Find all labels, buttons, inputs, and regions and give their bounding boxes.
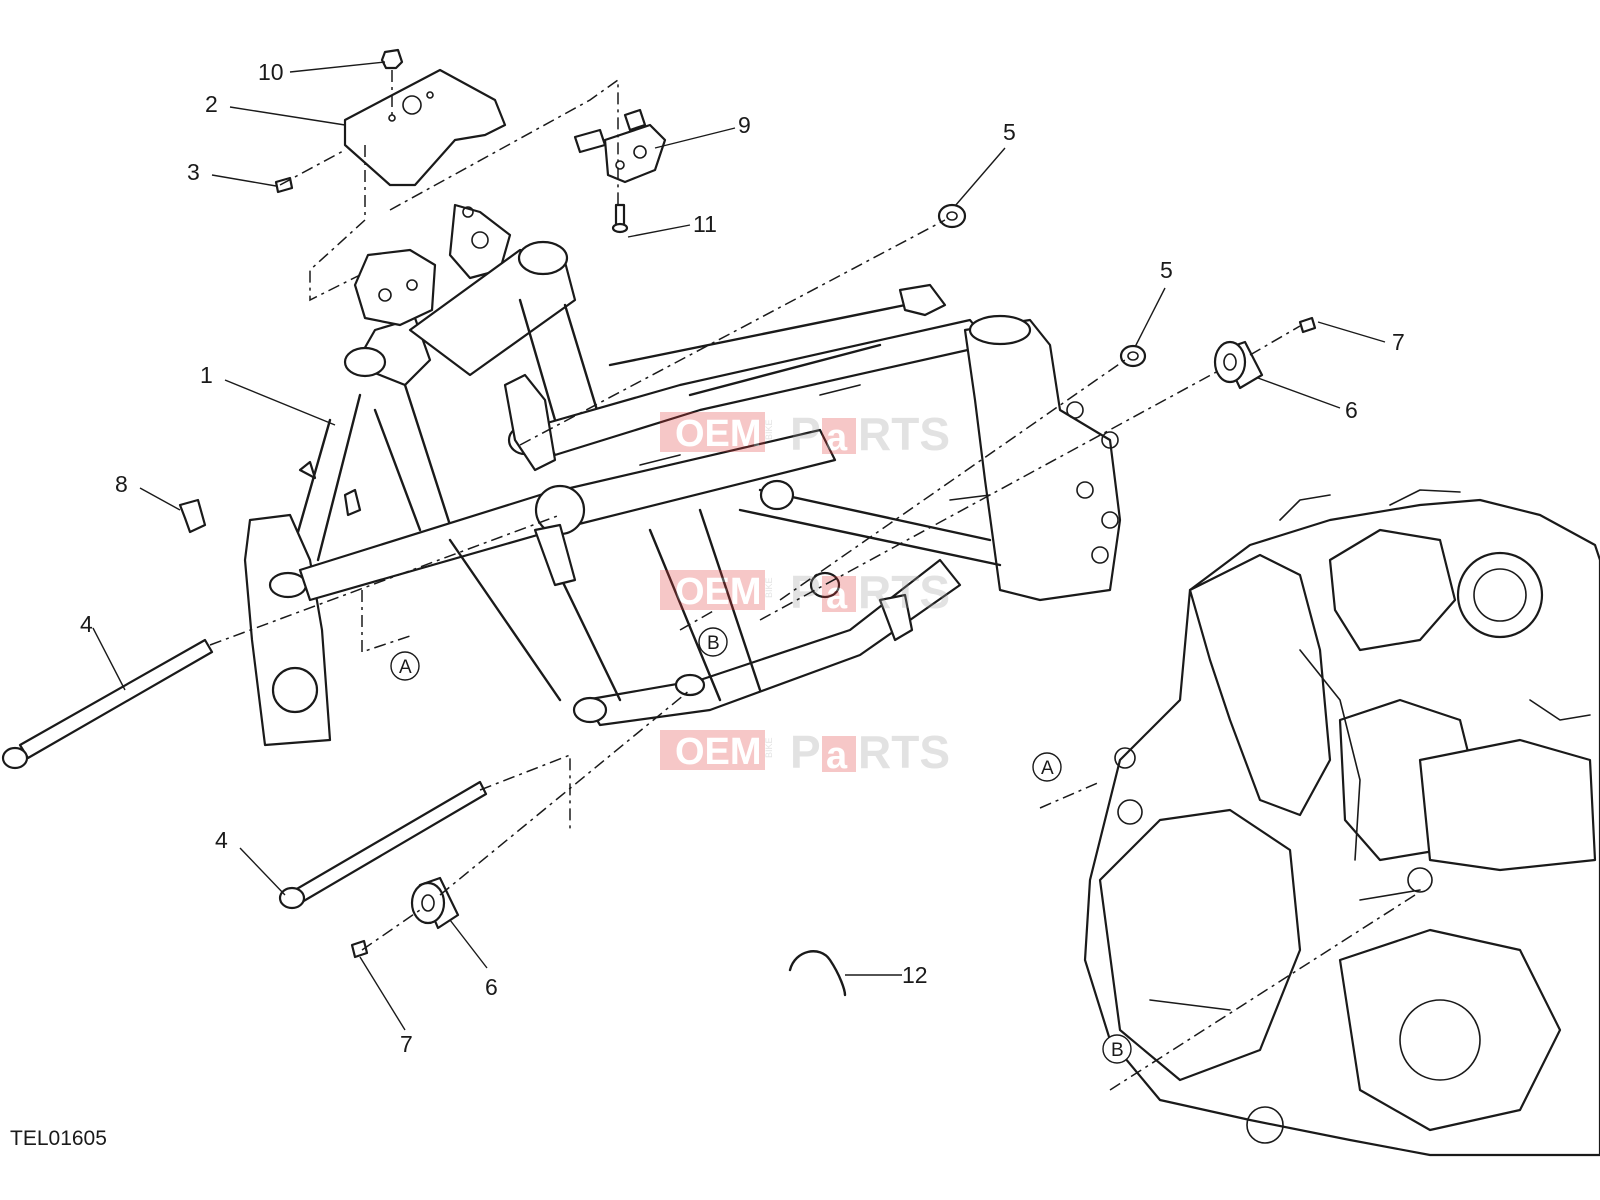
callout-5-upper: 5 — [1003, 119, 1016, 145]
ref-b-frame: B — [707, 633, 720, 654]
long-bolt-lower — [278, 780, 488, 910]
svg-text:a: a — [826, 417, 848, 459]
callout-7-right: 7 — [1392, 329, 1405, 355]
ref-a-engine: A — [1041, 758, 1054, 779]
spacer-lower — [1119, 344, 1147, 368]
callout-12: 12 — [902, 962, 928, 988]
svg-text:RTS: RTS — [858, 726, 950, 778]
svg-text:P: P — [790, 408, 821, 460]
callout-8: 8 — [115, 471, 128, 497]
screw-right — [1298, 316, 1317, 334]
svg-text:OEM: OEM — [675, 413, 762, 455]
screw-left — [350, 939, 369, 959]
drawing-code: TEL01605 — [10, 1127, 107, 1150]
engine-assembly — [1083, 489, 1600, 1157]
callout-2: 2 — [205, 91, 218, 117]
callout-5-lower: 5 — [1160, 257, 1173, 283]
callout-10: 10 — [258, 59, 284, 85]
callout-1: 1 — [200, 362, 213, 388]
ref-circle-b-engine — [1102, 1034, 1132, 1064]
callout-labels: 10 2 3 9 5 11 5 7 1 6 8 4 4 6 7 12 — [80, 59, 1405, 1057]
callout-11: 11 — [693, 211, 717, 237]
watermark-middle: OEM BIKE P a RTS — [660, 566, 950, 618]
bushing-left — [410, 876, 460, 930]
callout-7-left: 7 — [400, 1031, 413, 1057]
callout-6-right: 6 — [1345, 397, 1358, 423]
callout-9: 9 — [738, 112, 751, 138]
ref-circle-a-frame — [390, 651, 420, 681]
watermark-bottom: OEM BIKE P a RTS — [660, 726, 950, 778]
spacer-upper — [937, 203, 967, 229]
assembly-lines — [209, 70, 1416, 1091]
callout-6-left: 6 — [485, 974, 498, 1000]
leader-lines — [92, 61, 1386, 1031]
svg-text:a: a — [826, 735, 848, 777]
bracket-plate — [343, 68, 507, 187]
svg-text:BIKE: BIKE — [764, 577, 774, 598]
ref-b-engine: B — [1111, 1040, 1124, 1061]
svg-text:OEM: OEM — [675, 571, 762, 613]
clip — [178, 498, 207, 534]
ref-circle-b-frame — [698, 627, 728, 657]
bushing-right — [1213, 340, 1264, 390]
watermark-top: OEM BIKE P a RTS — [660, 408, 950, 460]
sensor-bracket — [573, 108, 667, 184]
cable-tie — [788, 950, 847, 997]
callout-4-lower: 4 — [215, 827, 228, 853]
bolt — [611, 203, 629, 234]
nut — [380, 48, 404, 70]
long-bolt-upper — [1, 638, 214, 770]
callout-3: 3 — [187, 159, 200, 185]
svg-text:OEM: OEM — [675, 731, 762, 773]
svg-text:RTS: RTS — [858, 566, 950, 618]
ref-circle-a-engine — [1032, 752, 1062, 782]
svg-text:P: P — [790, 566, 821, 618]
ref-a-frame: A — [399, 657, 412, 678]
svg-text:BIKE: BIKE — [764, 737, 774, 758]
svg-text:P: P — [790, 726, 821, 778]
svg-text:BIKE: BIKE — [764, 419, 774, 440]
main-frame — [243, 203, 1122, 747]
svg-text:RTS: RTS — [858, 408, 950, 460]
reference-markers: A B A B — [390, 627, 1132, 1064]
svg-text:a: a — [826, 575, 848, 617]
callout-4-upper: 4 — [80, 611, 93, 637]
